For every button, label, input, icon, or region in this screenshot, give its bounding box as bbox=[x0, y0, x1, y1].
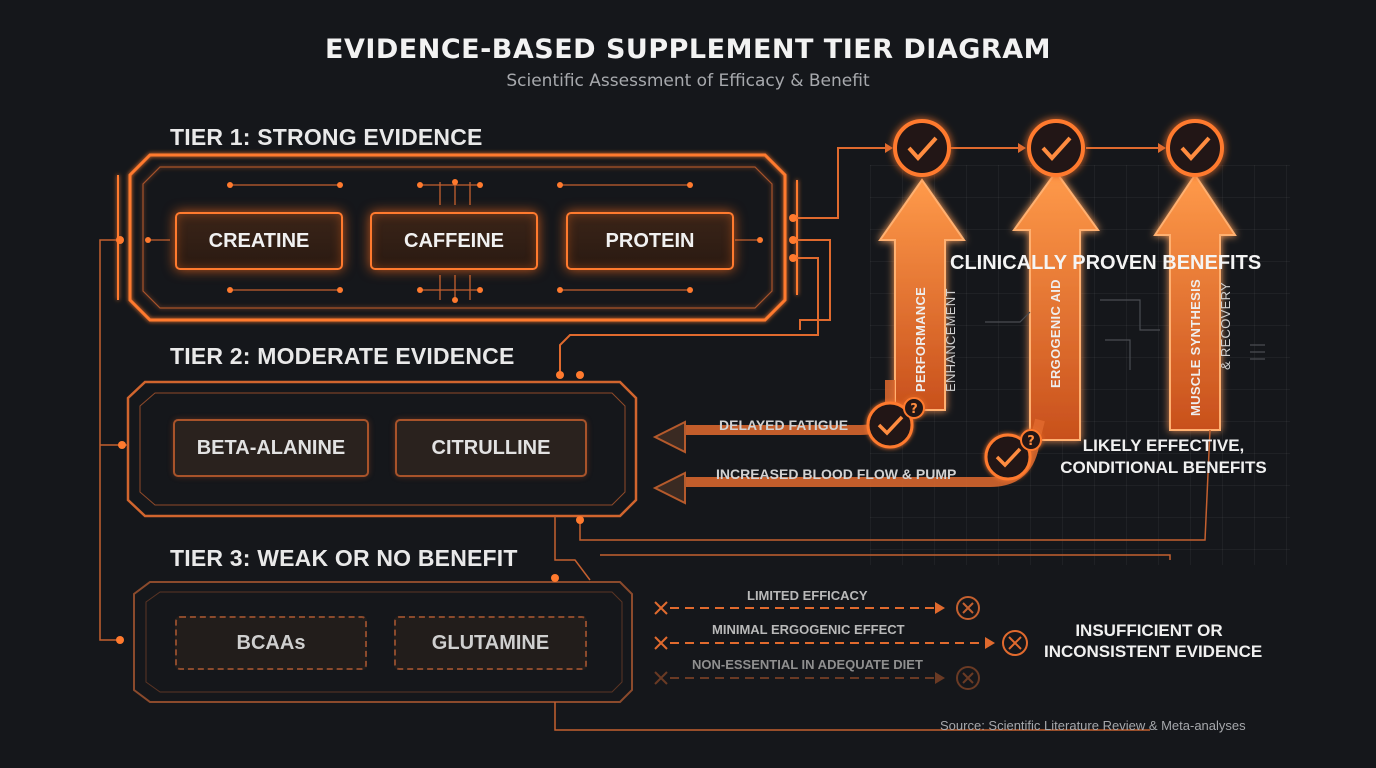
tier2-title: TIER 2: MODERATE EVIDENCE bbox=[170, 343, 515, 369]
arrow-label-recovery: & RECOVERY bbox=[1218, 281, 1233, 370]
supplement-creatine: CREATINE bbox=[175, 212, 343, 270]
source-citation: Source: Scientific Literature Review & M… bbox=[940, 718, 1246, 733]
diagram-subtitle: Scientific Assessment of Efficacy & Bene… bbox=[506, 71, 870, 91]
arrow-ergogenic bbox=[1012, 170, 1100, 441]
effect-minimal-ergogenic: MINIMAL ERGOGENIC EFFECT bbox=[712, 622, 905, 637]
supplement-beta-alanine: BETA-ALANINE bbox=[173, 419, 369, 477]
tier3-title: TIER 3: WEAK OR NO BENEFIT bbox=[170, 545, 518, 571]
arrow-left-icon bbox=[652, 420, 686, 454]
supplement-citrulline: CITRULLINE bbox=[395, 419, 587, 477]
arrow-label-enhancement: ENHANCEMENT bbox=[943, 288, 958, 392]
effect-non-essential: NON-ESSENTIAL IN ADEQUATE DIET bbox=[692, 657, 923, 672]
supplement-bcaas: BCAAs bbox=[175, 616, 367, 670]
question-icon: ? ? bbox=[866, 397, 1042, 481]
arrow-label-performance: PERFORMANCE bbox=[913, 286, 928, 392]
svg-text:?: ? bbox=[910, 402, 918, 417]
benefit-arrows bbox=[878, 170, 1237, 441]
decor-circuit bbox=[985, 299, 1265, 370]
arrow-performance bbox=[878, 178, 966, 411]
cross-circle-icons bbox=[956, 596, 1028, 690]
tier2-summary-line1: LIKELY EFFECTIVE, bbox=[1082, 436, 1245, 455]
tier1-output-connectors bbox=[559, 147, 1158, 372]
cross-icon bbox=[654, 601, 668, 685]
left-bus bbox=[99, 239, 128, 641]
tier1-nodes bbox=[145, 179, 763, 303]
clinically-proven-heading: CLINICALLY PROVEN BENEFITS bbox=[950, 252, 1262, 274]
arrow-label-ergogenic: ERGOGENIC AID bbox=[1048, 279, 1063, 388]
svg-text:?: ? bbox=[1027, 434, 1035, 449]
tier3-summary-line2: INCONSISTENT EVIDENCE bbox=[1044, 642, 1263, 661]
effect-limited-efficacy: LIMITED EFFICACY bbox=[747, 588, 868, 603]
effect-blood-flow: INCREASED BLOOD FLOW & PUMP bbox=[716, 466, 957, 482]
supplement-glutamine: GLUTAMINE bbox=[394, 616, 587, 670]
tier2-frame bbox=[126, 380, 638, 518]
lower-connectors bbox=[554, 429, 1211, 731]
arrow-label-muscle-synthesis: MUSCLE SYNTHESIS bbox=[1188, 279, 1203, 416]
arrow-muscle bbox=[1153, 173, 1237, 431]
tier2-summary-line2: CONDITIONAL BENEFITS bbox=[1060, 458, 1267, 477]
tier1-title: TIER 1: STRONG EVIDENCE bbox=[170, 124, 483, 150]
supplement-caffeine: CAFFEINE bbox=[370, 212, 538, 270]
check-icon bbox=[893, 119, 1224, 177]
tier3-frame bbox=[133, 581, 633, 703]
tier3-effect-lines bbox=[670, 607, 985, 679]
diagram-title: EVIDENCE-BASED SUPPLEMENT TIER DIAGRAM bbox=[325, 34, 1051, 65]
supplement-protein: PROTEIN bbox=[566, 212, 734, 270]
tier1-circuit-traces bbox=[150, 182, 760, 300]
tier2-effect-flows bbox=[652, 380, 1045, 505]
tier3-summary-line1: INSUFFICIENT OR bbox=[1075, 621, 1223, 640]
effect-delayed-fatigue: DELAYED FATIGUE bbox=[719, 417, 849, 433]
